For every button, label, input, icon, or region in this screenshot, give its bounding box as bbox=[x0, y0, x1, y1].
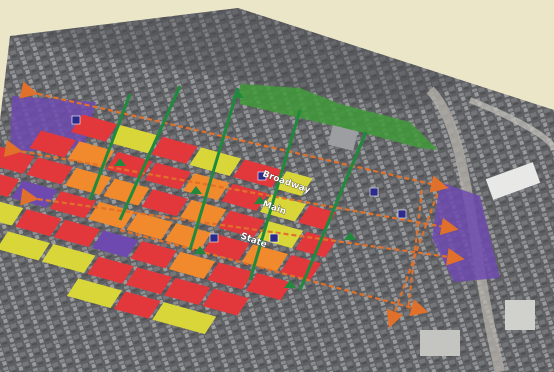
corridor-arrows bbox=[3, 81, 465, 317]
industrial-building-2 bbox=[505, 300, 535, 330]
rail-curve bbox=[468, 97, 554, 151]
pedestrian-corridors bbox=[88, 85, 368, 291]
pedestrian-arrows bbox=[114, 90, 356, 288]
industrial-building-3 bbox=[420, 330, 460, 356]
corridor-arrows-vertical bbox=[386, 185, 442, 329]
node-markers bbox=[71, 115, 407, 243]
industrial-building bbox=[485, 162, 541, 200]
